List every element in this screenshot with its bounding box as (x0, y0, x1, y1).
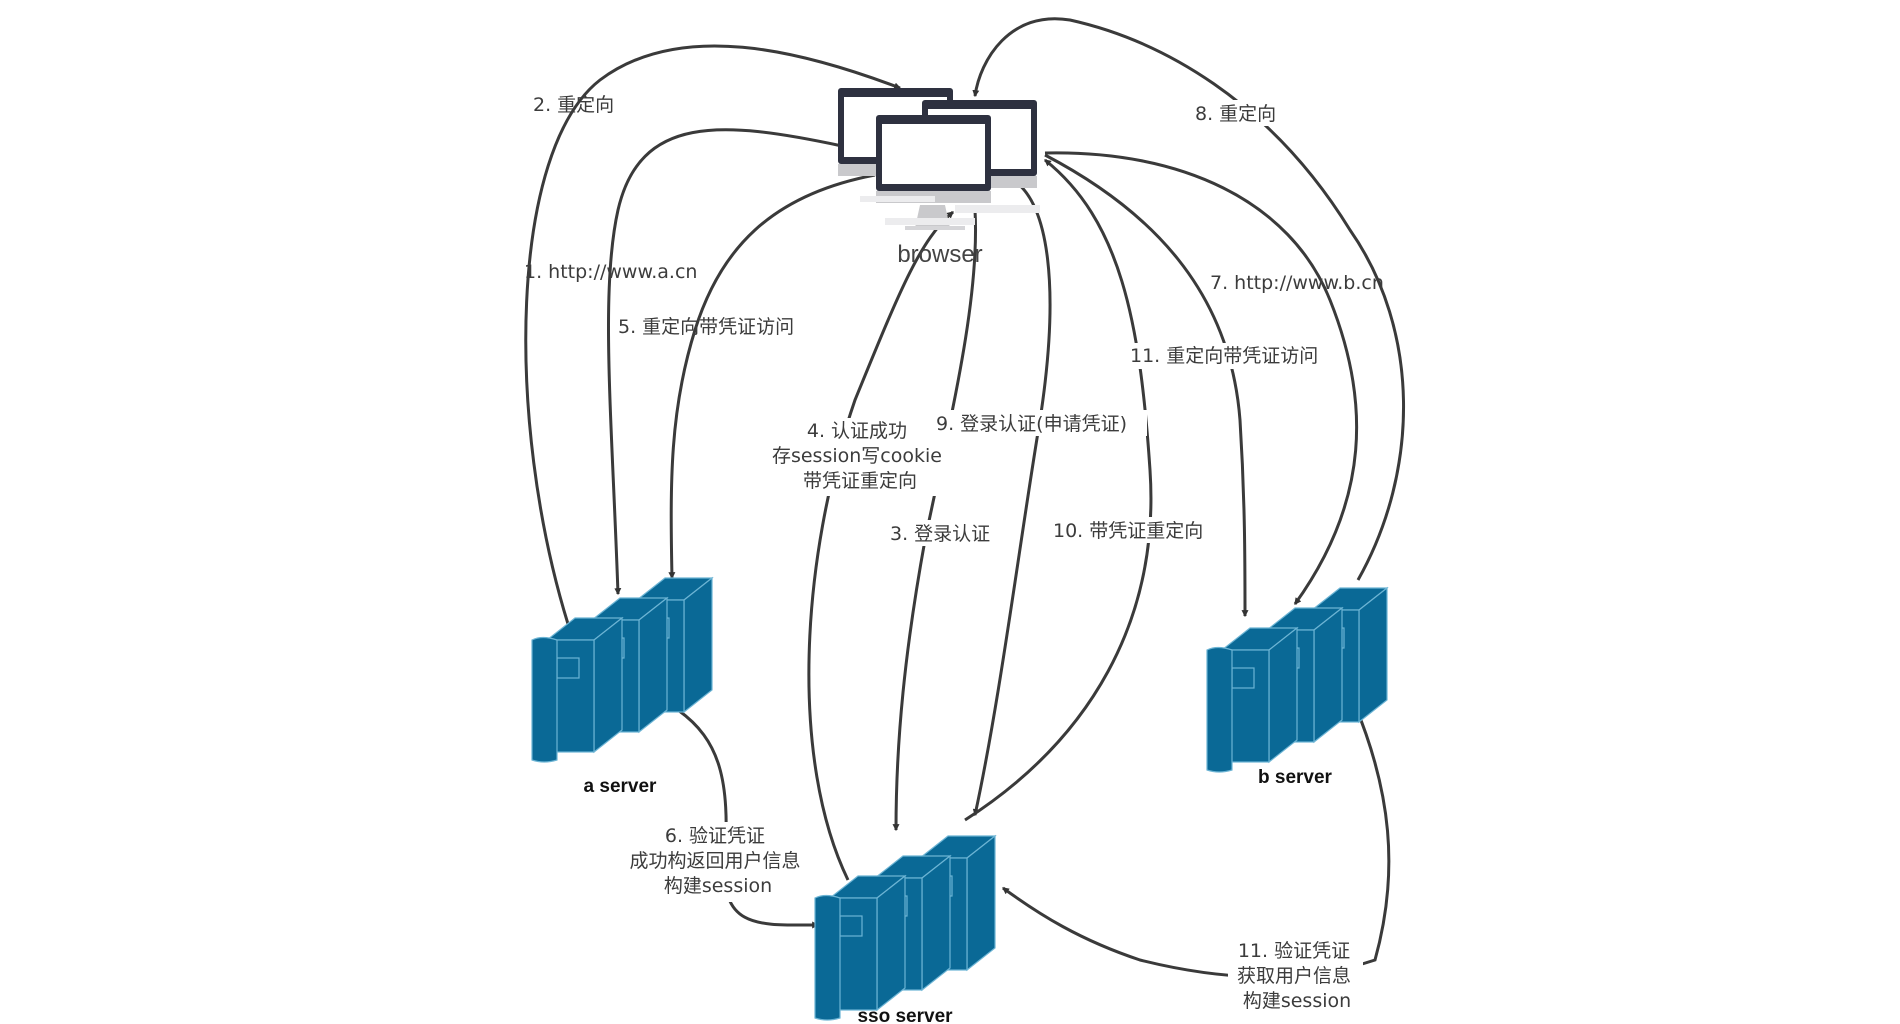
svg-text:6. 验证凭证 成功构返回用户信息: 6. 验证凭证 成功构返回用户信息 构建session (629, 825, 806, 897)
edge-8-redirect (972, 17, 1405, 581)
edge-1-request-a (606, 128, 843, 596)
edge-label-6: 6. 验证凭证 成功构返回用户信息 构建session (622, 822, 812, 902)
edge-7-request-b (1044, 151, 1359, 605)
edge-label-11-redirect: 11. 重定向带凭证访问 (1127, 343, 1332, 369)
edge-11-verify-credential-sso (1002, 704, 1391, 979)
a-server-label: a server (584, 776, 658, 797)
svg-text:1. http://www.a.cn: 1. http://www.a.cn (524, 261, 697, 283)
edge-label-11-verify: 11. 验证凭证 获取用户信息 构建session (1228, 938, 1363, 1020)
sso-server-label: sso server (857, 1006, 953, 1024)
edge-label-7: 7. http://www.b.cn (1210, 272, 1384, 294)
edge-label-4: 4. 认证成功 存session写cookie 带凭证重定向 (765, 418, 955, 496)
keyboard-icon (860, 196, 935, 202)
edge-9-login-apply-credential (972, 176, 1052, 817)
svg-text:7. http://www.b.cn: 7. http://www.b.cn (1210, 272, 1384, 294)
keyboard-icon (955, 205, 1040, 213)
b-server-node: b server (1207, 588, 1387, 788)
edge-label-8: 8. 重定向 (1192, 100, 1284, 126)
sso-server-node: sso server (815, 836, 995, 1024)
svg-text:8. 重定向: 8. 重定向 (1195, 103, 1276, 125)
svg-text:2. 重定向: 2. 重定向 (533, 94, 614, 116)
browser-node: browser (838, 88, 1040, 268)
edge-label-2: 2. 重定向 (533, 94, 614, 116)
edge-label-5: 5. 重定向带凭证访问 (618, 316, 794, 338)
edge-2-redirect (524, 44, 902, 625)
edge-11-redirect-with-credential-b (1044, 153, 1249, 618)
svg-text:4. 认证成功 存session写cookie: 4. 认证成功 存session写cookie 带凭证重定向 (772, 420, 948, 492)
svg-text:3. 登录认证: 3. 登录认证 (890, 523, 990, 545)
edge-label-3: 3. 登录认证 (888, 520, 1003, 546)
keyboard-icon (885, 218, 975, 225)
svg-text:11. 验证凭证 获取用户信息 构建: 11. 验证凭证 获取用户信息 构建session (1237, 940, 1357, 1012)
edge-label-9: 9. 登录认证(申请凭证) (932, 410, 1147, 436)
monitor-icon (876, 115, 991, 203)
svg-text:10. 带凭证重定向: 10. 带凭证重定向 (1053, 520, 1203, 542)
b-server-label: b server (1258, 767, 1333, 788)
a-server-node: a server (532, 578, 712, 797)
svg-text:11. 重定向带凭证访问: 11. 重定向带凭证访问 (1130, 345, 1318, 367)
edge-label-1: 1. http://www.a.cn (524, 261, 697, 283)
edge-5-redirect-with-credential (668, 173, 876, 580)
svg-text:5. 重定向带凭证访问: 5. 重定向带凭证访问 (618, 316, 794, 338)
edge-10-redirect-with-credential (964, 158, 1153, 822)
server-icon (532, 578, 712, 762)
edge-label-10: 10. 带凭证重定向 (1050, 517, 1220, 543)
server-icon (1207, 588, 1387, 772)
svg-text:9. 登录认证(申请凭证): 9. 登录认证(申请凭证) (936, 413, 1127, 435)
browser-label: browser (897, 241, 982, 268)
